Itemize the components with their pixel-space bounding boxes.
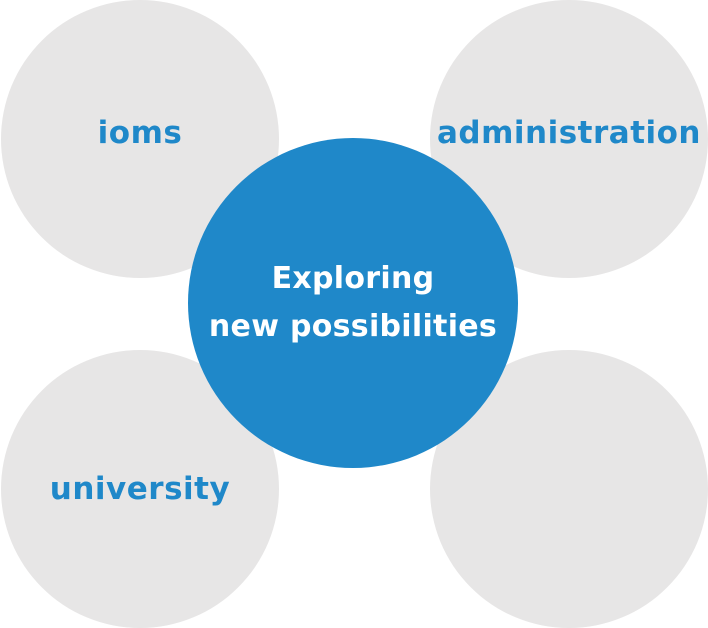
- node-label-administration: administration: [436, 115, 702, 151]
- node-label-university: university: [49, 471, 231, 507]
- node-circle-top-left: ioms: [1, 0, 279, 278]
- node-circle-bottom-left: university: [1, 350, 279, 628]
- center-label-line-2: new possibilities: [208, 309, 498, 344]
- center-circle: Exploring new possibilities: [188, 138, 518, 468]
- center-label: Exploring new possibilities: [209, 255, 497, 351]
- node-label-ioms: ioms: [97, 115, 183, 151]
- center-label-line-1: Exploring: [271, 261, 435, 296]
